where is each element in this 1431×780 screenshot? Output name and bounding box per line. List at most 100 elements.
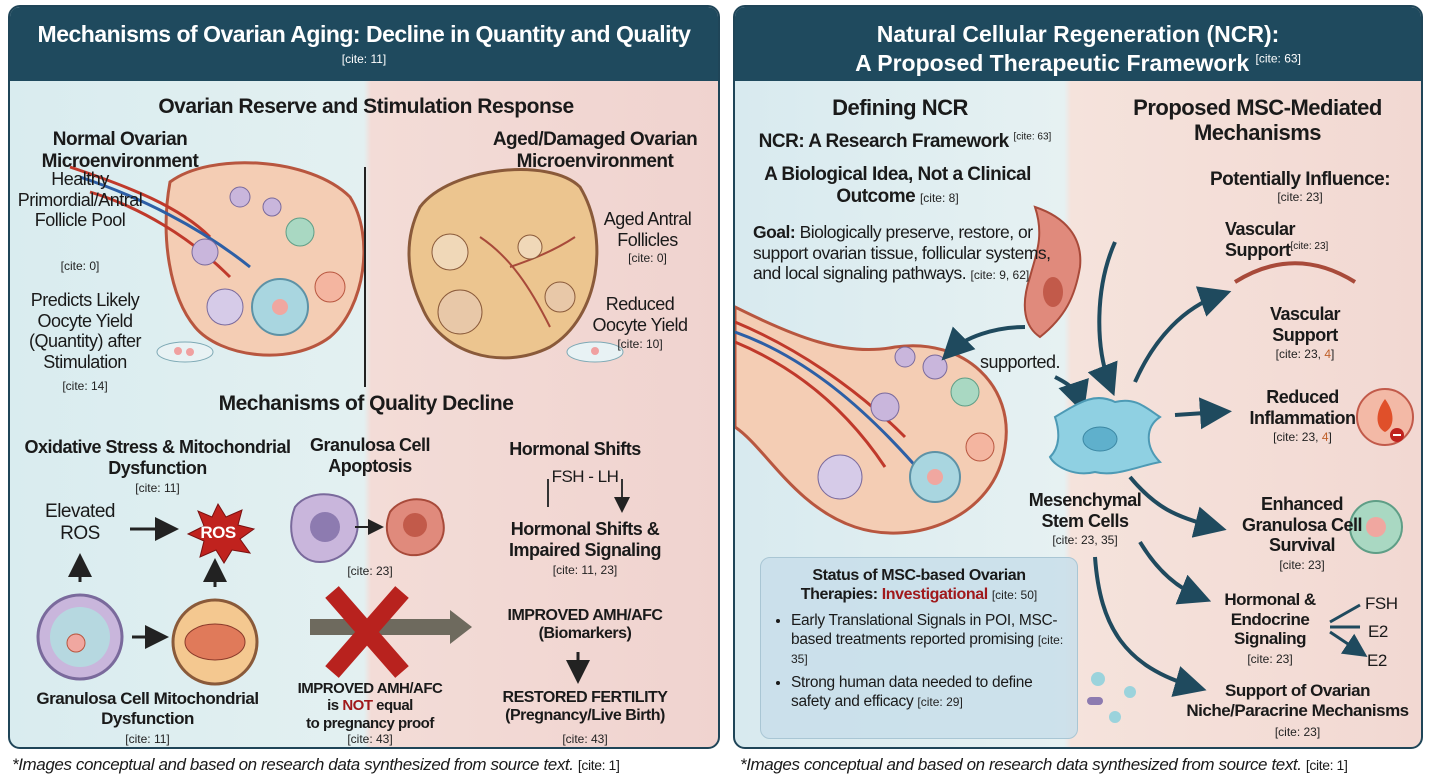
idea-cite: [cite: 8] bbox=[919, 190, 959, 205]
restored-cite: [cite: 43] bbox=[562, 732, 608, 746]
biological-idea: A Biological Idea, Not a Clinical Outcom… bbox=[760, 164, 1035, 208]
msc-cite: [cite: 23, 35] bbox=[1052, 533, 1118, 547]
msc-label: Mesenchymal Stem Cells bbox=[1028, 490, 1142, 531]
vascular2-cite: [cite: 23, 4] bbox=[1255, 347, 1355, 362]
vascular2-cite-hl: 4 bbox=[1324, 347, 1332, 361]
framework-label: NCR: A Research Framework bbox=[758, 131, 1010, 152]
right-footnote-cite: [cite: 1] bbox=[1305, 757, 1348, 773]
bullet-cite: [cite: 35] bbox=[791, 632, 1064, 666]
right-title-line1: Natural Cellular Regeneration (NCR): bbox=[876, 21, 1280, 47]
inflammation-cite-text: [cite: 23, bbox=[1273, 430, 1322, 444]
vascular-support-1: Vascular Support[cite: 23] bbox=[1225, 219, 1355, 260]
goal-text: Biologically preserve, restore, or suppo… bbox=[753, 222, 1051, 284]
right-header: Natural Cellular Regeneration (NCR): A P… bbox=[735, 7, 1421, 81]
not-equal-cite: [cite: 43] bbox=[347, 732, 393, 746]
not-equal-statement: IMPROVED AMH/AFC is NOT equal to pregnan… bbox=[270, 680, 470, 732]
hormonal-shifts-title: Hormonal Shifts bbox=[509, 439, 641, 459]
framework-cite: [cite: 63] bbox=[1013, 131, 1052, 143]
potentially-influence: Potentially Influence: bbox=[1209, 169, 1391, 190]
restored-fertility-label: RESTORED FERTILITY (Pregnancy/Live Birth… bbox=[502, 689, 668, 725]
vascular2-cite-text: [cite: 23, bbox=[1275, 347, 1325, 361]
status-bullet: Early Translational Signals in POI, MSC-… bbox=[791, 612, 1065, 668]
not-equal-is: is bbox=[327, 697, 343, 715]
status-cite: [cite: 50] bbox=[991, 588, 1038, 603]
aged-ovary-illustration bbox=[407, 168, 624, 363]
not-equal-equal: equal bbox=[372, 697, 413, 715]
left-footnote-text: *Images conceptual and based on research… bbox=[12, 755, 574, 774]
section-ovarian-reserve: Ovarian Reserve and Stimulation Response bbox=[158, 95, 574, 118]
goal-label: Goal: bbox=[753, 222, 796, 242]
ros-badge: ROS bbox=[200, 523, 236, 542]
vessel-icon bbox=[1233, 261, 1357, 284]
apoptosis-cite: [cite: 23] bbox=[347, 564, 393, 578]
normal-ovary-title: Normal Ovarian Microenvironment bbox=[41, 129, 199, 172]
elevated-ros-label: Elevated ROS bbox=[45, 501, 115, 544]
improved-biomarkers-label: IMPROVED AMH/AFC (Biomarkers) bbox=[507, 607, 663, 643]
right-panel: Natural Cellular Regeneration (NCR): A P… bbox=[733, 5, 1423, 749]
left-header: Mechanisms of Ovarian Aging: Decline in … bbox=[10, 7, 718, 81]
niche-cite: [cite: 23] bbox=[1274, 725, 1321, 739]
ncr-framework: NCR: A Research Framework [cite: 63] bbox=[735, 131, 1075, 153]
goal-paragraph: Goal: Biologically preserve, restore, or… bbox=[753, 222, 1073, 284]
aged-ovary-title: Aged/Damaged Ovarian Microenvironment bbox=[492, 129, 698, 172]
reduced-yield-label: Reduced Oocyte Yield bbox=[592, 294, 688, 335]
ros-flow-illustration bbox=[36, 479, 622, 686]
status-box: Status of MSC-based Ovarian Therapies: I… bbox=[760, 557, 1078, 739]
right-title-cite: [cite: 63] bbox=[1255, 51, 1301, 66]
right-footnote-text: *Images conceptual and based on research… bbox=[740, 755, 1302, 774]
hormone-e2-a: E2 bbox=[1368, 622, 1388, 641]
aged-follicles-label: Aged Antral Follicles bbox=[603, 209, 692, 250]
hormonal-impaired-label: Hormonal Shifts & Impaired Signaling bbox=[508, 519, 662, 560]
granulosa-cite: [cite: 23] bbox=[1279, 558, 1325, 572]
status-value: Investigational bbox=[881, 586, 988, 604]
oxidative-title: Oxidative Stress & Mitochondrial Dysfunc… bbox=[24, 437, 291, 478]
healthy-follicle-label: Healthy Primordial/Antral Follicle Pool bbox=[17, 169, 143, 231]
bullet-text: Strong human data needed to define safet… bbox=[791, 674, 1033, 710]
vascular2-cite-close: ] bbox=[1331, 347, 1335, 361]
reduced-inflammation: Reduced Inflammation bbox=[1249, 387, 1356, 428]
left-panel: Mechanisms of Ovarian Aging: Decline in … bbox=[8, 5, 720, 749]
not-emphasis: NOT bbox=[342, 697, 373, 715]
oxidative-cite: [cite: 11] bbox=[135, 481, 180, 495]
not-equal-line1: IMPROVED AMH/AFC bbox=[297, 680, 443, 697]
reduced-cite: [cite: 10] bbox=[617, 337, 663, 351]
left-illustrations bbox=[36, 161, 720, 686]
inflammation-cite-close: ] bbox=[1328, 430, 1332, 444]
not-equal-line3: to pregnancy proof bbox=[306, 714, 434, 732]
left-title: Mechanisms of Ovarian Aging: Decline in … bbox=[37, 21, 691, 47]
hormonal-signaling: Hormonal & Endocrine Signaling bbox=[1224, 590, 1316, 649]
status-bullet: Strong human data needed to define safet… bbox=[791, 674, 1065, 711]
section-quality-decline: Mechanisms of Quality Decline bbox=[218, 392, 514, 415]
hormone-e2-b: E2 bbox=[1367, 651, 1387, 670]
vascular-support-2: Vascular Support bbox=[1269, 304, 1341, 345]
bullet-text: Early Translational Signals in POI, MSC-… bbox=[791, 612, 1058, 648]
bullet-cite: [cite: 29] bbox=[917, 694, 963, 709]
inflammation-cite: [cite: 23, 4] bbox=[1235, 430, 1370, 445]
normal-ovary-illustration bbox=[69, 161, 366, 363]
left-title-cite: [cite: 11] bbox=[341, 52, 387, 66]
fsh-lh-label: FSH - LH bbox=[551, 467, 619, 486]
supported-label: supported. bbox=[979, 352, 1061, 372]
left-footnote: *Images conceptual and based on research… bbox=[12, 755, 620, 775]
fibroblast-cell-illustration bbox=[1023, 205, 1082, 339]
msc-cell-illustration bbox=[1048, 397, 1163, 475]
hormonal-signaling-cite: [cite: 23] bbox=[1247, 652, 1293, 666]
status-title: Status of MSC-based Ovarian Therapies: I… bbox=[773, 566, 1065, 604]
ovarian-niche: Support of Ovarian Niche/Paracrine Mecha… bbox=[1186, 681, 1409, 720]
inflammation-cite-hl: 4 bbox=[1321, 430, 1329, 444]
apoptosis-title: Granulosa Cell Apoptosis bbox=[309, 435, 431, 476]
gc-mito-cite: [cite: 11] bbox=[125, 732, 170, 746]
right-title-text: A Proposed Therapeutic Framework bbox=[855, 50, 1250, 76]
mechanisms-heading: Proposed MSC-Mediated Mechanisms bbox=[1133, 95, 1382, 146]
healthy-cite: [cite: 0] bbox=[60, 259, 100, 273]
not-equal-line2: is NOT equal bbox=[270, 697, 470, 714]
status-bullets: Early Translational Signals in POI, MSC-… bbox=[791, 612, 1065, 711]
influence-cite: [cite: 23] bbox=[1277, 190, 1323, 204]
hormonal-cite: [cite: 11, 23] bbox=[552, 563, 618, 577]
left-footnote-cite: [cite: 1] bbox=[577, 757, 620, 773]
right-footnote: *Images conceptual and based on research… bbox=[740, 755, 1348, 775]
vascular1-cite: [cite: 23] bbox=[1290, 240, 1329, 252]
defining-ncr-heading: Defining NCR bbox=[832, 95, 968, 120]
aged-cite: [cite: 0] bbox=[628, 251, 667, 265]
status-title-text: Status of MSC-based Ovarian Therapies: bbox=[800, 567, 1026, 604]
